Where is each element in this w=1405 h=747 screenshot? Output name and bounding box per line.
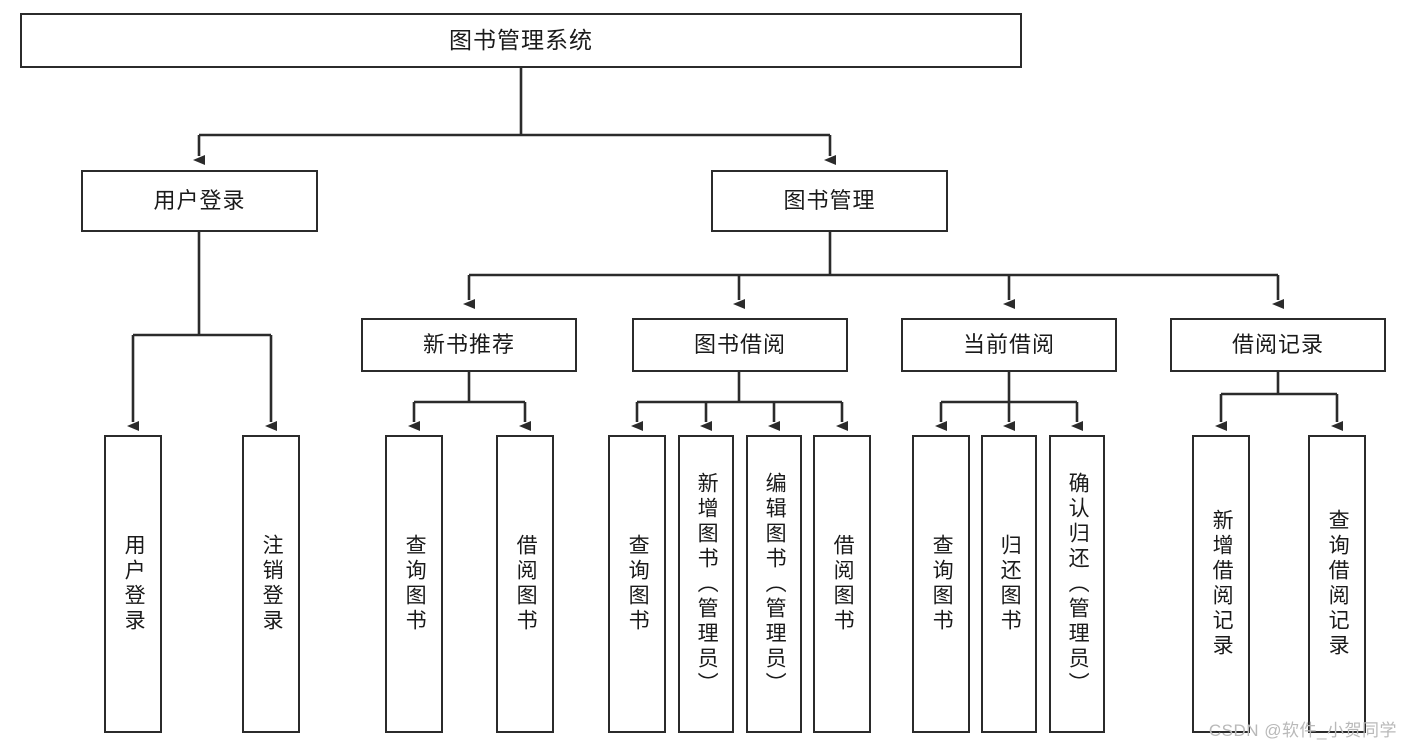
node-leaf-borrow-book-1[interactable]: 借阅图书 xyxy=(496,435,554,733)
node-new-book-recommend[interactable]: 新书推荐 xyxy=(361,318,577,372)
node-book-borrow[interactable]: 图书借阅 xyxy=(632,318,848,372)
node-root-label: 图书管理系统 xyxy=(449,26,593,53)
node-leaf-borrow-book-2[interactable]: 借阅图书 xyxy=(813,435,871,733)
node-leaf-query-record[interactable]: 查询借阅记录 xyxy=(1308,435,1366,733)
node-book-management-label: 图书管理 xyxy=(783,187,876,213)
node-leaf-add-book[interactable]: 新增图书（管理员） xyxy=(678,435,734,733)
node-borrow-record[interactable]: 借阅记录 xyxy=(1170,318,1386,372)
node-book-management[interactable]: 图书管理 xyxy=(711,170,948,232)
node-root[interactable]: 图书管理系统 xyxy=(20,13,1022,68)
node-leaf-query-book-3[interactable]: 查询图书 xyxy=(912,435,970,733)
node-leaf-user-login-label: 用户登录 xyxy=(122,534,146,634)
node-leaf-query-book-3-label: 查询图书 xyxy=(930,534,954,634)
node-leaf-add-book-label: 新增图书（管理员） xyxy=(695,471,719,697)
node-leaf-logout[interactable]: 注销登录 xyxy=(242,435,300,733)
node-leaf-query-book-2[interactable]: 查询图书 xyxy=(608,435,666,733)
node-leaf-add-record-label: 新增借阅记录 xyxy=(1210,509,1234,659)
node-leaf-query-book-1-label: 查询图书 xyxy=(403,534,427,634)
node-current-borrow-label: 当前借阅 xyxy=(962,331,1055,357)
node-user-login[interactable]: 用户登录 xyxy=(81,170,318,232)
node-leaf-user-login[interactable]: 用户登录 xyxy=(104,435,162,733)
node-leaf-logout-label: 注销登录 xyxy=(260,534,284,634)
node-new-book-recommend-label: 新书推荐 xyxy=(422,331,515,357)
node-leaf-borrow-book-1-label: 借阅图书 xyxy=(514,534,538,634)
node-user-login-label: 用户登录 xyxy=(153,187,246,213)
node-leaf-edit-book[interactable]: 编辑图书（管理员） xyxy=(746,435,802,733)
node-leaf-query-book-1[interactable]: 查询图书 xyxy=(385,435,443,733)
node-leaf-query-book-2-label: 查询图书 xyxy=(626,534,650,634)
node-leaf-confirm-return[interactable]: 确认归还（管理员） xyxy=(1049,435,1105,733)
node-borrow-record-label: 借阅记录 xyxy=(1231,331,1324,357)
node-leaf-confirm-return-label: 确认归还（管理员） xyxy=(1066,471,1090,697)
node-leaf-edit-book-label: 编辑图书（管理员） xyxy=(763,471,787,697)
node-leaf-add-record[interactable]: 新增借阅记录 xyxy=(1192,435,1250,733)
node-leaf-borrow-book-2-label: 借阅图书 xyxy=(831,534,855,634)
node-leaf-return-book-label: 归还图书 xyxy=(998,534,1022,634)
node-book-borrow-label: 图书借阅 xyxy=(693,331,786,357)
node-leaf-query-record-label: 查询借阅记录 xyxy=(1326,509,1350,659)
node-current-borrow[interactable]: 当前借阅 xyxy=(901,318,1117,372)
node-leaf-return-book[interactable]: 归还图书 xyxy=(981,435,1037,733)
